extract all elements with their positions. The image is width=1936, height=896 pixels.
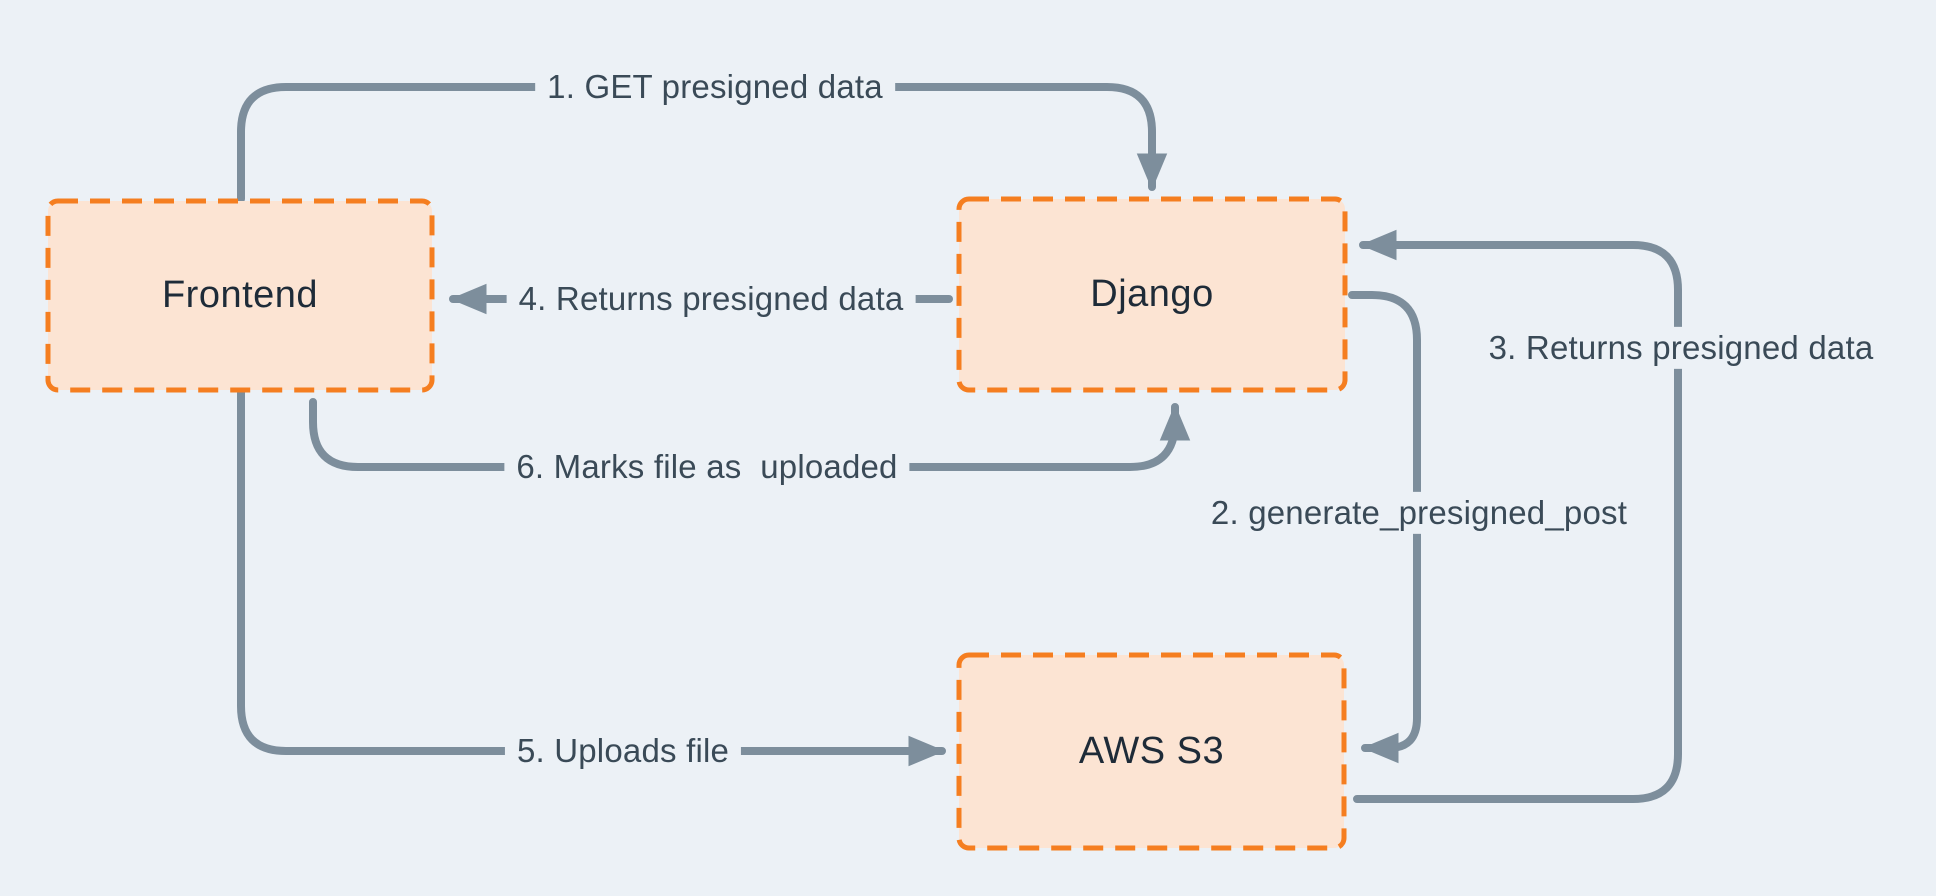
edge-arrow-step-2 <box>1348 291 1421 764</box>
node-box-frontend <box>45 198 435 393</box>
edge-arrow-step-5 <box>237 386 946 767</box>
edge-label-step-3: 3. Returns presigned data <box>1476 326 1886 370</box>
edge-label-step-1: 1. GET presigned data <box>535 65 895 109</box>
edge-label-step-2: 2. generate_presigned_post <box>1198 491 1640 535</box>
node-box-aws-s3 <box>956 652 1347 851</box>
edge-label-step-4: 4. Returns presigned data <box>506 277 916 321</box>
edge-arrow-step-3 <box>1353 229 1682 803</box>
edge-label-step-6: 6. Marks file as uploaded <box>504 445 910 489</box>
node-box-django <box>956 196 1348 393</box>
edge-label-step-5: 5. Uploads file <box>504 729 742 773</box>
